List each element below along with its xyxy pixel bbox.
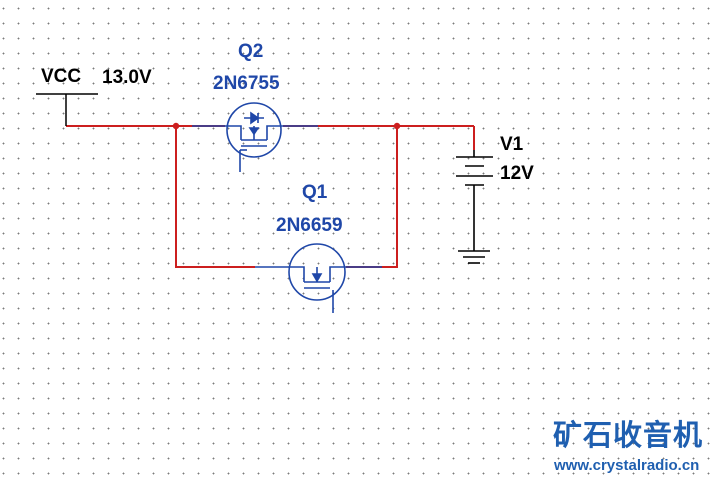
watermark-url: www.crystalradio.cn bbox=[553, 457, 699, 474]
q2-part-number: 2N6755 bbox=[213, 73, 280, 94]
q2-body-circle bbox=[226, 102, 282, 158]
q1-body-circle bbox=[288, 243, 346, 301]
ground-icon bbox=[458, 227, 490, 264]
q1-channel-right bbox=[329, 266, 340, 282]
vcc-value-label: 13.0V bbox=[102, 67, 152, 88]
q1-channel-left bbox=[295, 266, 305, 282]
q2-transistor-symbol[interactable] bbox=[192, 102, 318, 172]
battery-v1-symbol[interactable] bbox=[456, 150, 493, 227]
battery-ref-label: V1 bbox=[500, 134, 524, 155]
q2-arrow-icon bbox=[248, 127, 260, 136]
wires bbox=[66, 125, 475, 268]
vcc-name-label: VCC bbox=[41, 66, 81, 87]
q2-channel-left bbox=[232, 125, 242, 140]
q2-diode-icon bbox=[250, 111, 260, 125]
q1-part-number: 2N6659 bbox=[276, 215, 343, 236]
wire-left-vertical bbox=[175, 126, 255, 268]
q2-channel-right bbox=[266, 125, 276, 140]
q1-ref-label: Q1 bbox=[302, 182, 328, 203]
battery-value-label: 12V bbox=[500, 163, 534, 184]
watermark-title: 矿石收音机 bbox=[553, 418, 703, 452]
q1-arrow-icon bbox=[311, 273, 323, 283]
junction-dot-right bbox=[393, 122, 401, 130]
junction-dot-left bbox=[172, 122, 180, 130]
vcc-source[interactable]: VCC 13.0V bbox=[36, 66, 152, 126]
q1-transistor-symbol[interactable] bbox=[255, 243, 382, 313]
wire-right-vertical bbox=[346, 126, 398, 268]
q2-ref-label: Q2 bbox=[238, 41, 263, 62]
